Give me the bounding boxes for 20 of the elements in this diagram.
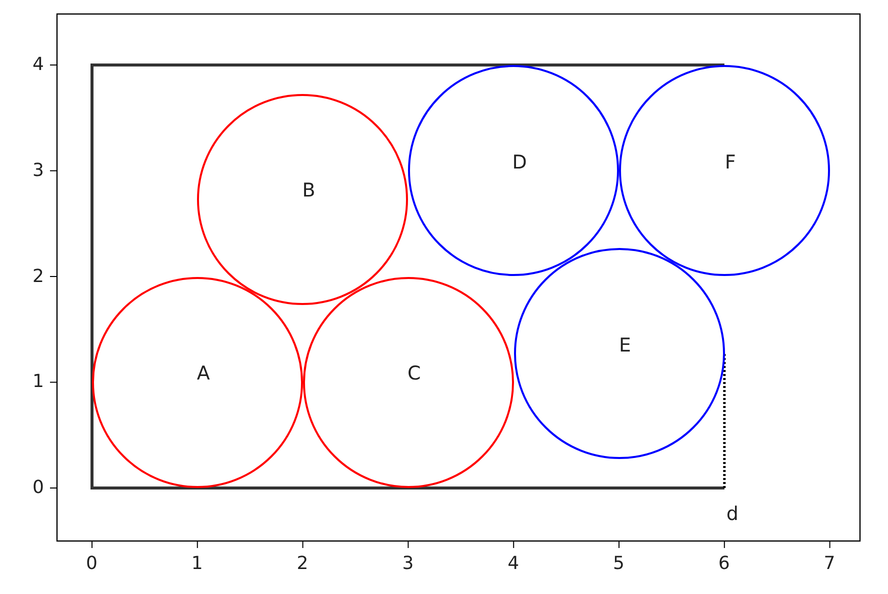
tick-label: 5 [613,555,624,573]
tick-label: 2 [296,555,308,573]
tick-label: 3 [402,555,414,573]
tick-label: 6 [718,555,730,573]
tick-label: 1 [32,373,44,392]
tick-label: 1 [191,555,203,573]
tick-label: 2 [32,268,44,286]
tick-label: 7 [824,555,836,573]
circle-label: D [512,153,527,172]
circle-label: A [196,364,210,384]
tick-label: 0 [32,479,44,497]
dimension-label: d [726,505,738,524]
tick-label: 4 [32,56,44,74]
circle-label: B [302,182,316,201]
circle-label: E [619,336,631,356]
tick-label: 4 [508,555,520,573]
circle-label: C [408,364,421,384]
tick-label: 3 [32,162,44,180]
tick-label: 0 [86,555,98,573]
circle-label: F [724,153,736,172]
